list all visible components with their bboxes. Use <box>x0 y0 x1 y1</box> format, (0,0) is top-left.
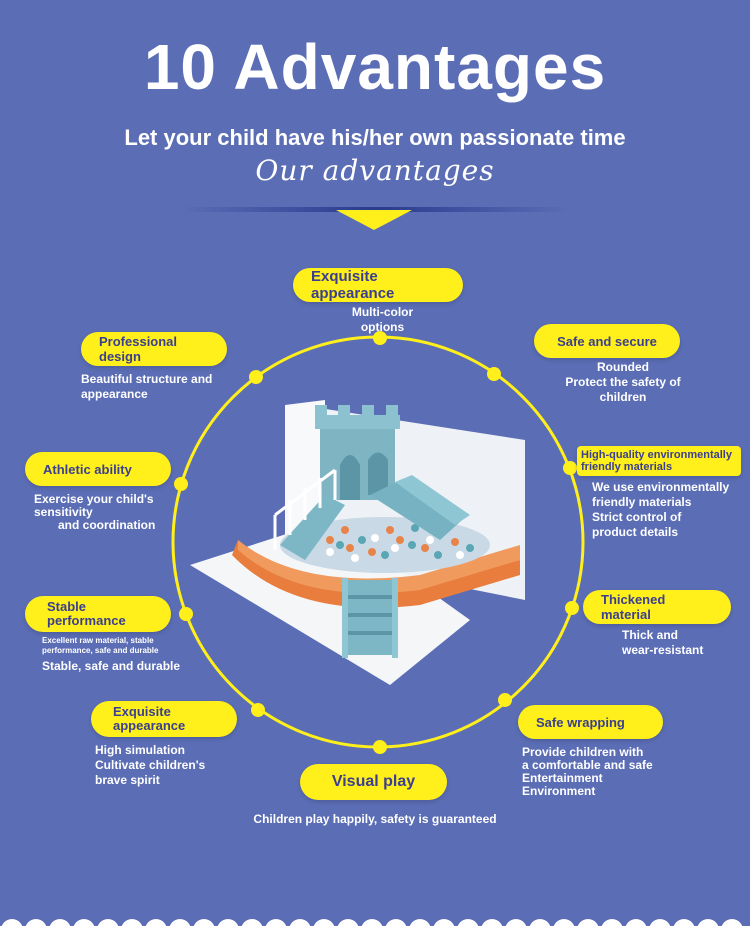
scallop <box>385 919 407 934</box>
feature-title-safe-wrapping: Safe wrapping <box>518 705 663 739</box>
scallop <box>265 919 287 934</box>
ring-dot <box>179 607 193 621</box>
feature-title-safe-and-secure: Safe and secure <box>534 324 680 358</box>
scallop <box>73 919 95 934</box>
scallop <box>337 919 359 934</box>
scallop <box>25 919 47 934</box>
scallop <box>601 919 623 934</box>
scallop <box>49 919 71 934</box>
divider-line <box>180 207 570 212</box>
scallop <box>625 919 647 934</box>
scallop <box>433 919 455 934</box>
scallop <box>529 919 551 934</box>
ring-dot <box>251 703 265 717</box>
page-subtitle: Let your child have his/her own passiona… <box>124 125 626 150</box>
ring-dot <box>373 331 387 345</box>
scallop <box>361 919 383 934</box>
feature-title-professional-design: Professional design <box>81 332 227 366</box>
scallop <box>241 919 263 934</box>
scallop <box>193 919 215 934</box>
page-title: 10 Advantages <box>143 31 607 103</box>
scallop <box>673 919 695 934</box>
scallop <box>289 919 311 934</box>
scallop <box>313 919 335 934</box>
feature-title-athletic-ability: Athletic ability <box>25 452 171 486</box>
scallop <box>121 919 143 934</box>
feature-title-high-quality-materials: High-quality environmentally friendly ma… <box>577 446 741 476</box>
feature-desc-visual-play: Children play happily, safety is guarant… <box>253 812 497 826</box>
scallop <box>649 919 671 934</box>
ring-dot <box>373 740 387 754</box>
scallop <box>697 919 719 934</box>
ring-dot <box>563 461 577 475</box>
section-heading: Our advantages <box>255 154 495 187</box>
scallop <box>409 919 431 934</box>
scallop <box>217 919 239 934</box>
scallop <box>1 919 23 934</box>
scallop <box>577 919 599 934</box>
ring-dot <box>565 601 579 615</box>
ring-dot <box>498 693 512 707</box>
feature-title-thickened-material: Thickened material <box>583 590 731 624</box>
scallop <box>97 919 119 934</box>
scallop <box>553 919 575 934</box>
scallop <box>457 919 479 934</box>
ring-dot <box>487 367 501 381</box>
feature-title-exquisite-appearance-2: Exquisite appearance <box>91 701 237 737</box>
feature-title-exquisite-appearance: Exquisite appearance <box>293 268 463 302</box>
ring-dot <box>249 370 263 384</box>
scallop <box>481 919 503 934</box>
scallop <box>169 919 191 934</box>
feature-title-stable-performance: Stable performance <box>25 596 171 632</box>
scallop <box>145 919 167 934</box>
feature-title-visual-play: Visual play <box>300 764 447 800</box>
scallop <box>505 919 527 934</box>
ring-dot <box>174 477 188 491</box>
playground-illustration <box>190 400 525 685</box>
scallop <box>721 919 743 934</box>
chevron-down-icon <box>336 210 412 230</box>
